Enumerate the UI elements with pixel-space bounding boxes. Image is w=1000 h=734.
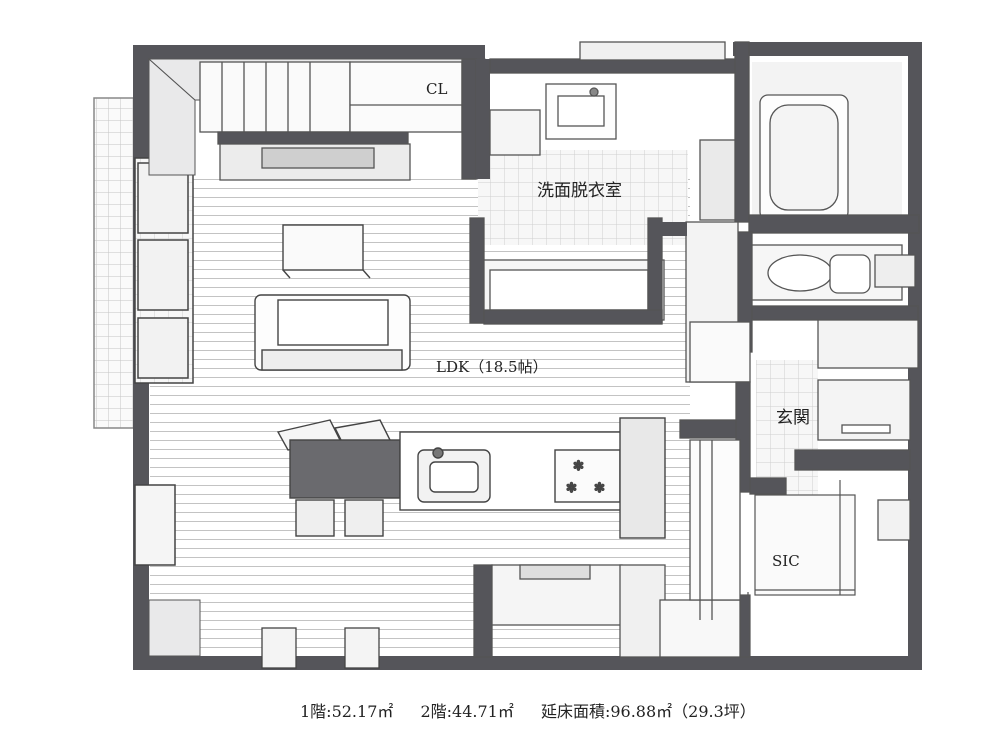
stairs xyxy=(199,61,411,181)
washroom-label: 洗面脱衣室 xyxy=(537,181,622,201)
washroom-fixtures xyxy=(469,41,741,325)
svg-text:✻: ✻ xyxy=(573,459,584,474)
svg-text:✻: ✻ xyxy=(566,481,577,496)
dining-table xyxy=(282,224,371,279)
total-floor-area: 延床面積:96.88㎡（29.3坪） xyxy=(540,702,756,721)
svg-text:✻: ✻ xyxy=(594,481,605,496)
floor1-area: 1階:52.17㎡ xyxy=(300,702,394,721)
bathroom xyxy=(734,41,920,234)
closet-label: CL xyxy=(426,80,448,98)
sic-label: SIC xyxy=(772,552,800,570)
floor2-area: 2階:44.71㎡ xyxy=(420,702,514,721)
pantry-storage xyxy=(473,439,741,658)
floor-area-summary: 1階:52.17㎡ 2階:44.71㎡ 延床面積:96.88㎡（29.3坪） xyxy=(300,698,990,724)
island-counter: ✻ ✻ ✻ xyxy=(276,417,666,539)
corridor-storage xyxy=(685,221,919,383)
entrance-label: 玄関 xyxy=(776,408,810,428)
ldk-label: LDK（18.5帖） xyxy=(436,358,548,376)
sofa xyxy=(254,294,411,371)
bottom-windows xyxy=(261,627,380,669)
balcony-deck xyxy=(93,97,135,429)
closet xyxy=(349,58,477,180)
